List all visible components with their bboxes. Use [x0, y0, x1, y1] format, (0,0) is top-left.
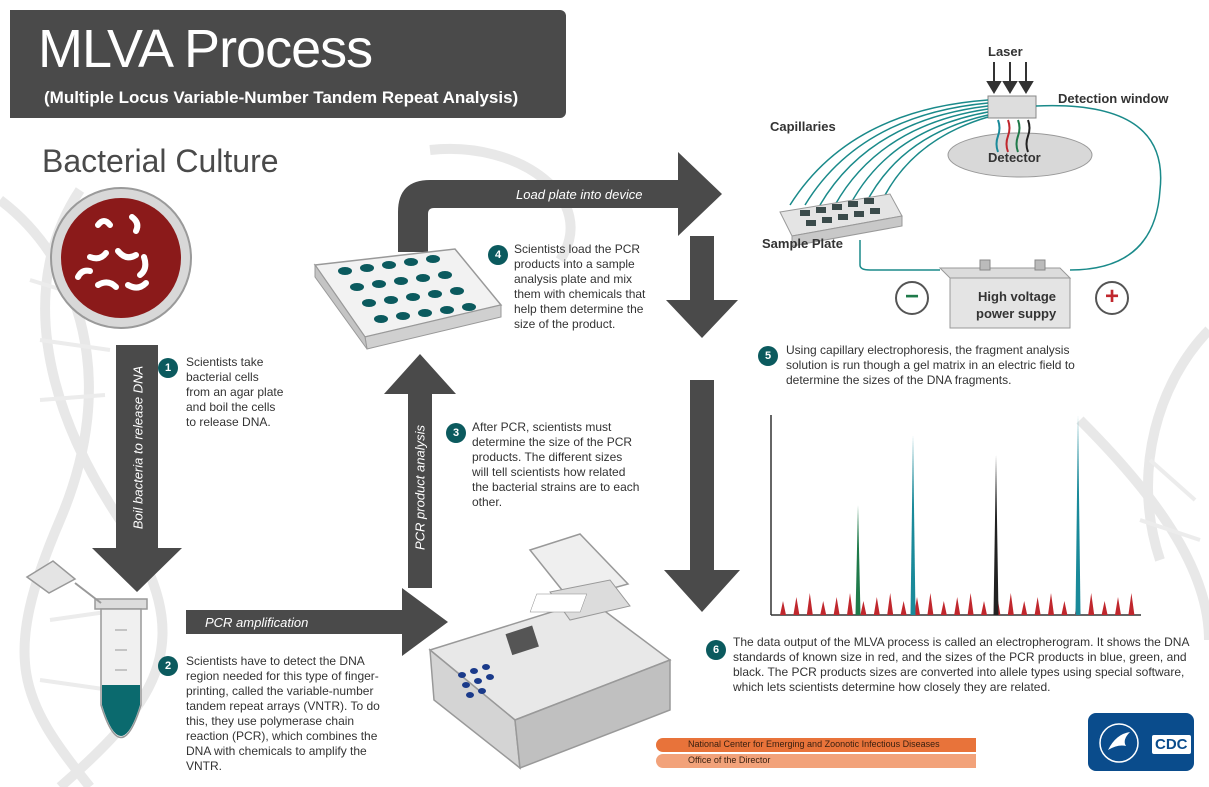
detector-label: Detector	[988, 150, 1041, 165]
standard-peak	[914, 597, 920, 615]
pcr-amplification-arrow	[186, 588, 448, 656]
step-5-number: 5	[758, 346, 778, 366]
page-title: MLVA Process	[38, 19, 373, 79]
standard-peak	[847, 593, 853, 615]
product-peak	[993, 455, 999, 615]
footer-center-name: National Center for Emerging and Zoonoti…	[688, 739, 940, 749]
standard-peak	[1048, 593, 1054, 615]
sample-plate-illustration	[313, 248, 503, 350]
product-peak	[910, 435, 916, 615]
standard-peak	[927, 593, 934, 615]
standard-peak	[1034, 597, 1041, 615]
standard-peak	[1128, 593, 1135, 615]
standard-peak	[887, 593, 894, 615]
sample-plate-label: Sample Plate	[762, 236, 843, 251]
standard-peak	[967, 593, 974, 615]
standard-peak	[1088, 593, 1095, 615]
power-supply-label-line2: power suppy	[976, 306, 1057, 321]
standard-peak	[780, 601, 786, 615]
title-banner	[10, 10, 566, 118]
product-peak	[1075, 415, 1081, 615]
capillaries-label: Capillaries	[770, 119, 836, 134]
pcr-machine-illustration	[428, 533, 672, 770]
standard-peak	[793, 597, 800, 615]
pcr-amplification-label: PCR amplification	[205, 615, 309, 630]
step-1-number: 1	[158, 358, 178, 378]
standard-peak	[833, 597, 840, 615]
power-supply-label-line1: High voltage	[978, 289, 1057, 304]
standard-peak	[954, 597, 961, 615]
step-3-text: After PCR, scientists must determine the…	[472, 420, 640, 509]
step-2-text: Scientists have to detect the DNA region…	[186, 654, 380, 773]
step-4-text: Scientists load the PCR products into a …	[514, 242, 646, 331]
detection-window-label: Detection window	[1058, 91, 1169, 106]
standard-peak	[860, 601, 867, 615]
electropherogram-chart	[770, 415, 1141, 616]
standard-peak	[820, 601, 827, 615]
step-1-text: Scientists take bacterial cells from an …	[186, 355, 284, 429]
cdc-logo: CDC	[1152, 735, 1191, 754]
plus-terminal-icon: +	[1104, 283, 1119, 310]
standard-peak	[981, 601, 987, 615]
page-subtitle: (Multiple Locus Variable-Number Tandem R…	[44, 88, 519, 107]
product-peak	[855, 505, 861, 615]
standard-peak	[1101, 601, 1108, 615]
detector-disk	[947, 132, 1093, 178]
footer-office-name: Office of the Director	[688, 755, 771, 765]
step-2-number: 2	[158, 656, 178, 676]
load-plate-label: Load plate into device	[516, 187, 643, 202]
down-arrow-lower	[664, 380, 740, 612]
boil-arrow	[92, 345, 182, 592]
footer-bar-primary	[656, 738, 976, 752]
standard-peak	[1061, 601, 1068, 615]
standard-peak	[940, 601, 947, 615]
boil-arrow-label: Boil bacteria to release DNA	[130, 365, 146, 530]
standard-peak	[1115, 597, 1121, 615]
petri-dish-illustration	[50, 187, 192, 329]
section-title: Bacterial Culture	[42, 143, 279, 179]
standard-peak	[1007, 593, 1014, 615]
standard-peak	[873, 597, 880, 615]
laser-label: Laser	[988, 44, 1023, 59]
step-4-number: 4	[488, 245, 508, 265]
step-6-text: The data output of the MLVA process is c…	[733, 635, 1189, 694]
down-arrow-upper	[666, 236, 738, 338]
standard-peak	[806, 593, 813, 615]
test-tube-illustration	[25, 560, 148, 738]
step-6-number: 6	[706, 640, 726, 660]
electrophoresis-device	[779, 62, 1162, 329]
standard-peak	[900, 601, 907, 615]
step-3-number: 3	[446, 423, 466, 443]
pcr-analysis-arrow	[384, 354, 456, 588]
hhs-eagle-icon	[1099, 723, 1139, 763]
footer-bar-secondary	[656, 754, 976, 768]
load-plate-arrow	[398, 152, 722, 252]
standard-peak	[1021, 601, 1028, 615]
minus-terminal-icon: −	[904, 283, 919, 310]
step-5-text: Using capillary electrophoresis, the fra…	[786, 343, 1075, 387]
